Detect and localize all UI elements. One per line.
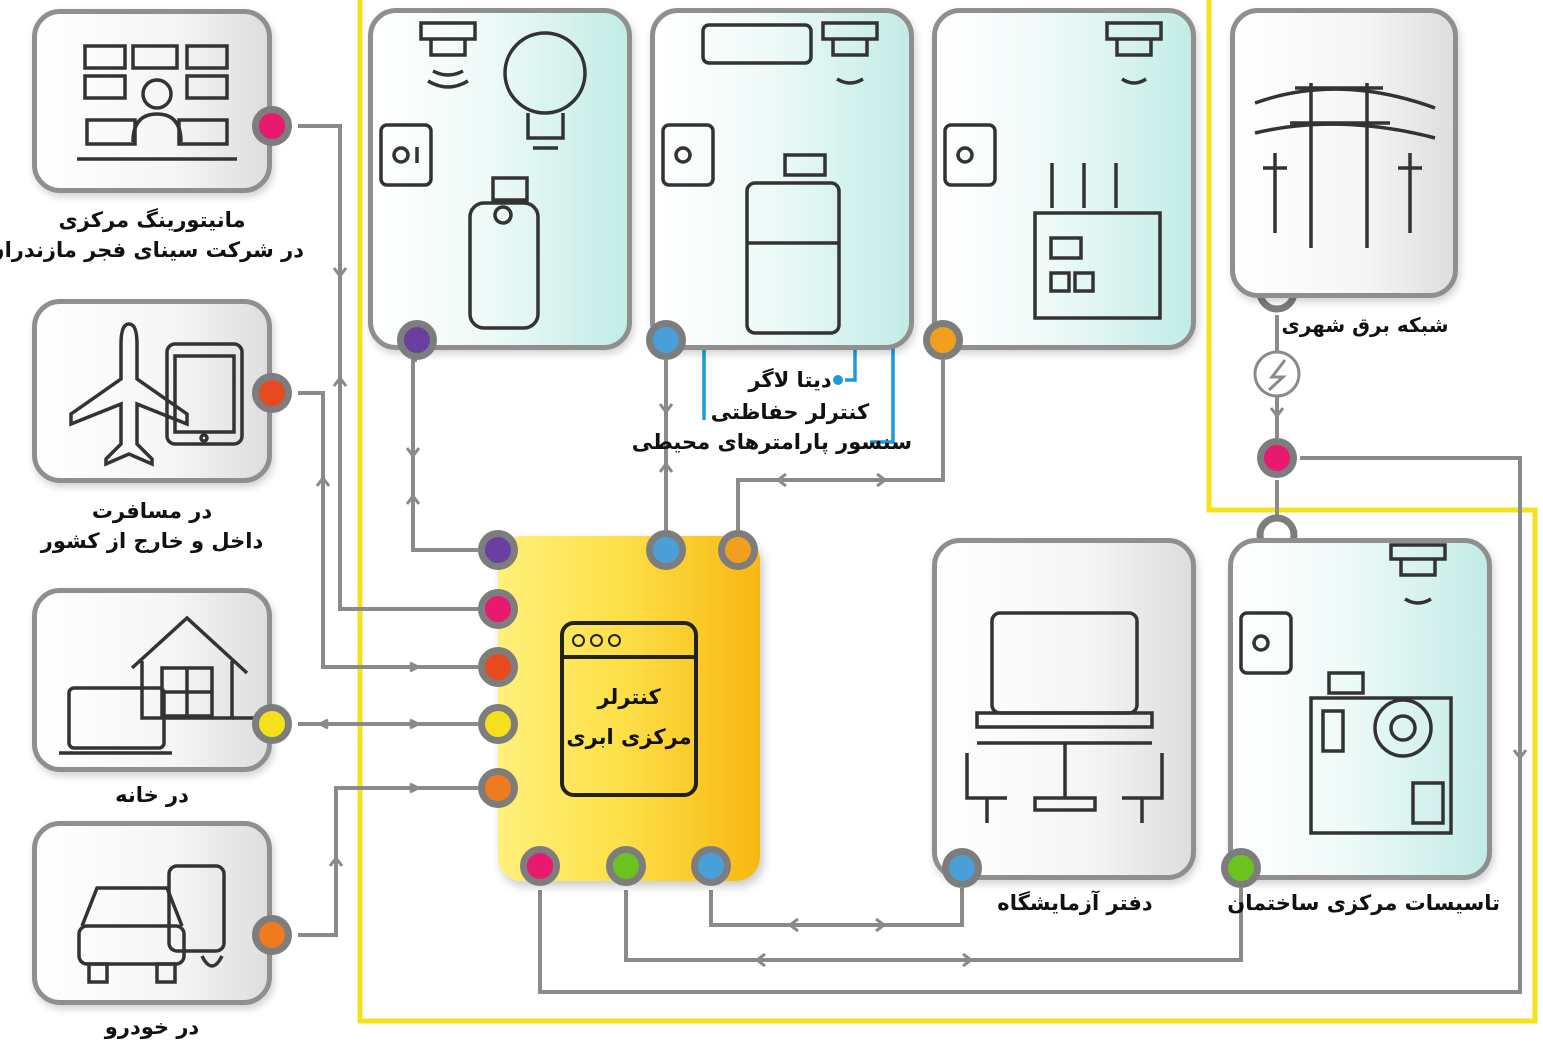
car-label: در خودرو xyxy=(104,1015,200,1039)
air-quality-card xyxy=(368,8,632,350)
kitchen-card xyxy=(650,8,914,350)
smoke-sensor-icon xyxy=(419,21,477,89)
car-icon xyxy=(77,864,226,984)
port-pink-bottom xyxy=(520,846,560,886)
sensor-label: سنسور پارامترهای محیطی xyxy=(631,430,912,454)
facilities-port xyxy=(1221,848,1261,888)
airplane-icon xyxy=(69,322,244,467)
protection-label: کنترلر حفاظتی xyxy=(710,400,870,424)
air-purifier-icon xyxy=(468,176,540,330)
smoke-sensor-icon xyxy=(1105,21,1163,85)
monitoring-label: مانیتورینگ مرکزی در شرکت سینای فجر مازند… xyxy=(0,208,304,262)
home-icon xyxy=(59,615,267,755)
monitoring-card xyxy=(32,9,272,193)
laboratory-port xyxy=(923,320,963,360)
smoke-sensor-icon xyxy=(821,21,879,85)
grid-label: شبکه برق شهری xyxy=(1281,313,1449,337)
lab-instrument-icon xyxy=(1033,163,1162,320)
home-label: در خانه xyxy=(115,783,189,807)
home-card xyxy=(32,588,272,772)
home-port xyxy=(252,704,292,744)
air-conditioner-icon xyxy=(701,23,813,65)
controller-label-line1: کنترلر xyxy=(597,685,661,709)
office-card xyxy=(932,538,1196,880)
cloud-controller xyxy=(498,536,760,881)
gear-icon xyxy=(1373,698,1433,758)
port-green-bottom xyxy=(606,846,646,886)
facilities-card xyxy=(1228,538,1492,880)
port-red-travel xyxy=(478,647,518,687)
travel-card xyxy=(32,299,272,483)
enclosure-frame xyxy=(357,0,1538,1024)
tablet-icon xyxy=(165,342,244,446)
port-yellow-home xyxy=(478,704,518,744)
grid-card xyxy=(1230,8,1458,298)
datalogger-label: دیتا لاگر xyxy=(748,368,832,392)
air-quality-port xyxy=(397,320,437,360)
lightning-icon xyxy=(1253,350,1301,398)
office-label: دفتر آزمایشگاه xyxy=(997,891,1153,915)
monitoring-icon xyxy=(77,44,237,161)
laboratory-card xyxy=(932,8,1196,350)
port-orange-car xyxy=(478,768,518,808)
facilities-label: تاسیسات مرکزی ساختمان xyxy=(1227,891,1500,915)
cloud-controller-window: کنترلر مرکزی ابری xyxy=(560,621,698,797)
control-panel-icon xyxy=(1309,671,1453,835)
office-desk-icon xyxy=(965,611,1164,823)
travel-label: در مسافرت داخل و خارج از کشور xyxy=(40,499,264,553)
port-blue-bottom xyxy=(691,846,731,886)
monitoring-port xyxy=(252,106,292,146)
kitchen-port xyxy=(646,320,686,360)
office-port xyxy=(942,848,982,888)
power-pole-icon xyxy=(1254,83,1436,248)
grid-feed-port xyxy=(1257,438,1297,478)
travel-port xyxy=(252,373,292,413)
laptop-icon xyxy=(67,686,166,750)
car-card xyxy=(32,821,272,1005)
port-purple xyxy=(478,530,518,570)
phone-icon xyxy=(167,864,226,953)
fridge-icon xyxy=(745,153,841,335)
smoke-sensor-icon xyxy=(1389,543,1447,605)
car-port xyxy=(252,915,292,955)
controller-label-line2: مرکزی ابری xyxy=(566,725,692,749)
port-pink-monitoring xyxy=(478,589,518,629)
bulb-icon xyxy=(503,31,587,150)
port-blue-top xyxy=(646,530,686,570)
port-orange-top xyxy=(718,530,758,570)
